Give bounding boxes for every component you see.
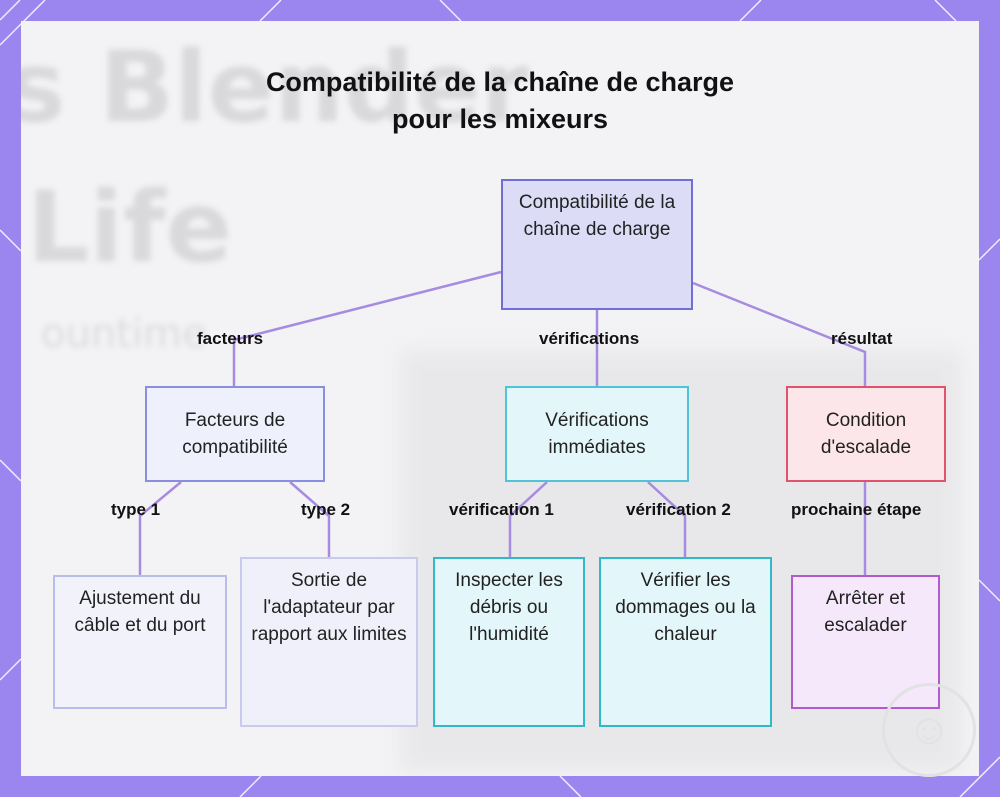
- edge-verification2: [647, 481, 687, 557]
- background-ghost-text: ountime: [41, 311, 207, 357]
- title-line-2: pour les mixeurs: [391, 104, 609, 134]
- edge-type2: [289, 481, 331, 557]
- node-label: Sortie de l'adaptateur par rapport aux l…: [251, 570, 407, 645]
- edge-label-verifications: vérifications: [539, 329, 640, 348]
- diagram-title: Compatibilité de la chaîne de charge pou…: [0, 64, 1000, 138]
- background-ghost-text: Life: [27, 171, 233, 285]
- edge-label-facteurs: facteurs: [197, 329, 264, 348]
- title-line-1: Compatibilité de la chaîne de charge: [265, 67, 735, 97]
- background-ghost-text: s Blender: [21, 31, 529, 145]
- node-ajustement-cable: Ajustement du câble et du port: [53, 575, 227, 709]
- edge-resultat: [692, 281, 867, 386]
- edge-label-verification2: vérification 2: [626, 500, 731, 519]
- node-verifications-immediates: Vérifications immédiates: [505, 386, 689, 482]
- edge-label-resultat: résultat: [831, 329, 893, 348]
- node-label: Inspecter les débris ou l'humidité: [455, 570, 563, 645]
- node-label: Condition d'escalade: [820, 410, 912, 458]
- node-label: Ajustement du câble et du port: [74, 588, 206, 636]
- edge-label-prochaine-etape: prochaine étape: [791, 500, 922, 519]
- node-label: Facteurs de compatibilité: [182, 410, 288, 458]
- node-label: Compatibilité de la chaîne de charge: [518, 192, 676, 240]
- edge-label-type2: type 2: [301, 500, 351, 519]
- edge-type1: [138, 481, 182, 575]
- watermark-logo-icon: ☺: [882, 683, 976, 777]
- node-facteurs-compatibilite: Facteurs de compatibilité: [145, 386, 325, 482]
- edge-label-type1: type 1: [111, 500, 161, 519]
- node-label: Vérifier les dommages ou la chaleur: [615, 570, 756, 645]
- node-inspecter-debris: Inspecter les débris ou l'humidité: [433, 557, 585, 727]
- node-label: Vérifications immédiates: [545, 410, 649, 458]
- node-sortie-adaptateur: Sortie de l'adaptateur par rapport aux l…: [240, 557, 418, 727]
- edge-label-verification1: vérification 1: [449, 500, 554, 519]
- node-label: Arrêter et escalader: [824, 588, 907, 636]
- node-condition-escalade: Condition d'escalade: [786, 386, 946, 482]
- node-root-compatibilite: Compatibilité de la chaîne de charge: [501, 179, 693, 310]
- node-verifier-dommages: Vérifier les dommages ou la chaleur: [599, 557, 772, 727]
- edge-facteurs: [232, 270, 502, 386]
- edge-verification1: [508, 481, 548, 557]
